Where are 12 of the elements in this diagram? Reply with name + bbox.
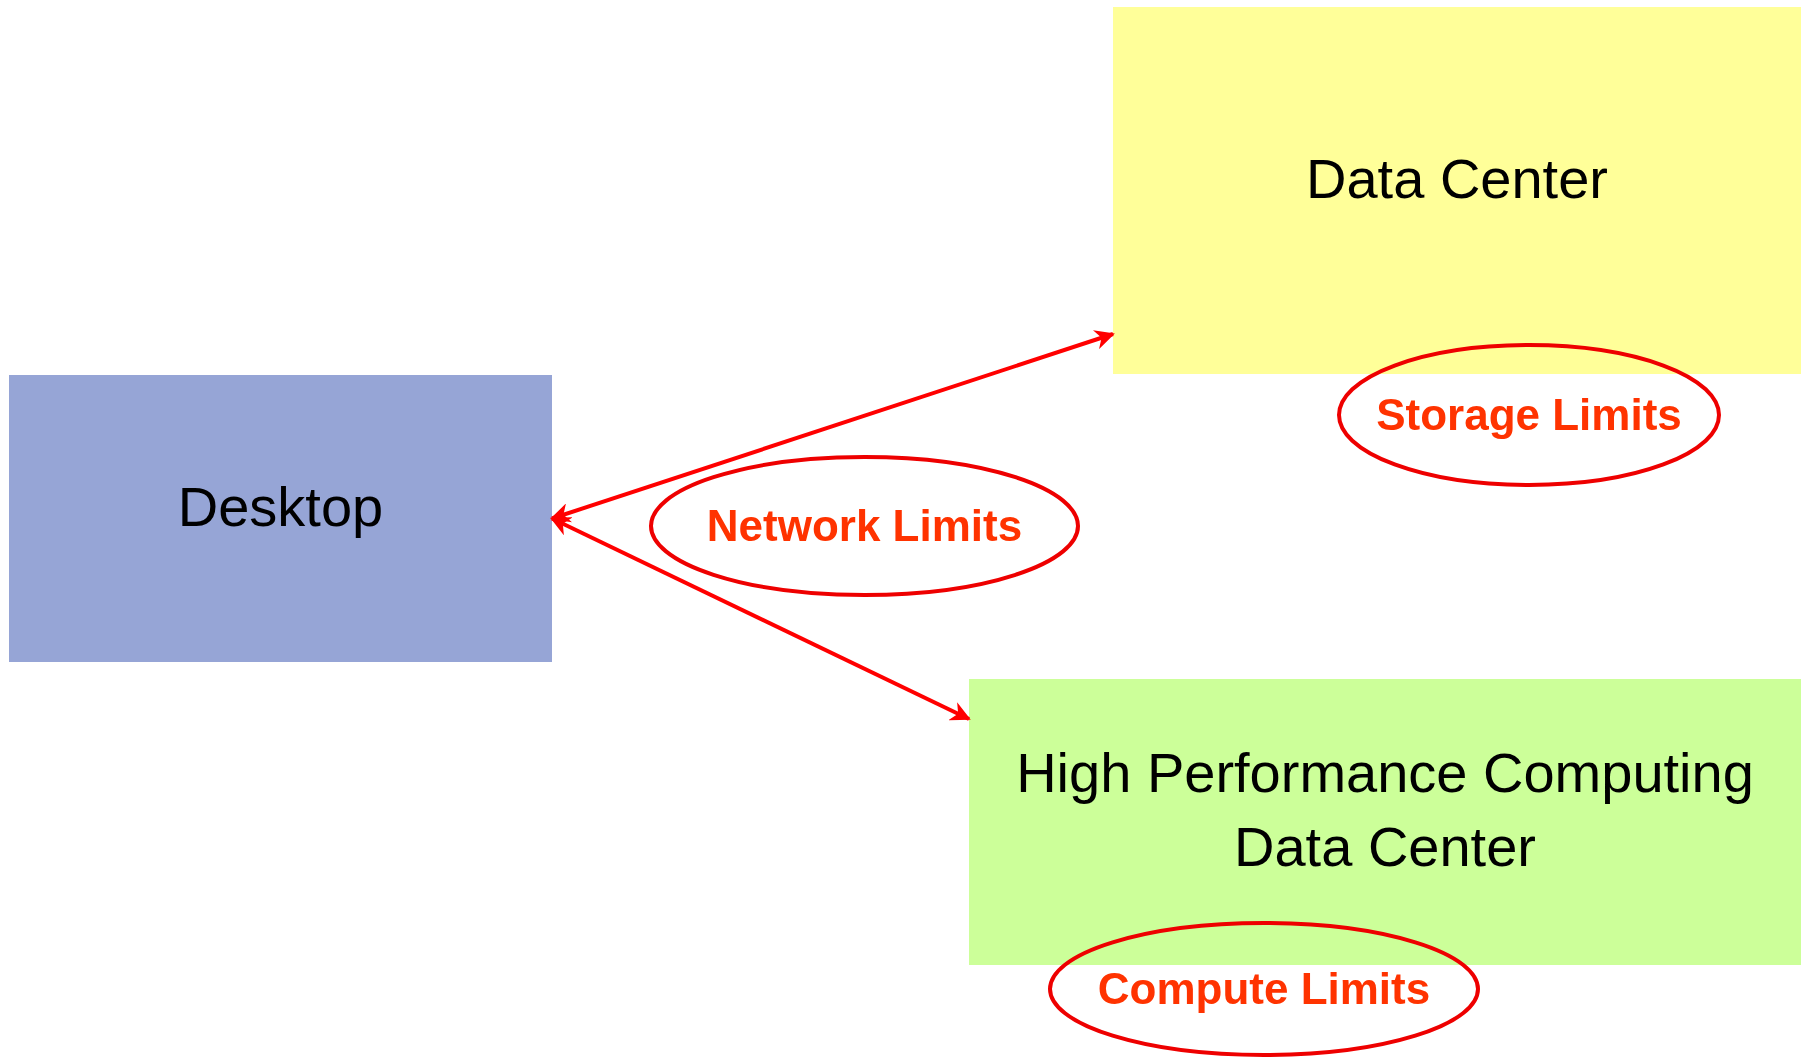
process-box bbox=[969, 679, 1801, 965]
limit-label: Storage Limits bbox=[1376, 389, 1682, 441]
arrow bbox=[550, 330, 1115, 523]
box-label: Desktop bbox=[176, 475, 385, 538]
limit-label: Network Limits bbox=[706, 500, 1023, 552]
box-label: Data Center bbox=[1305, 147, 1609, 210]
process-box bbox=[1113, 7, 1801, 374]
limit-label: Compute Limits bbox=[1097, 963, 1431, 1015]
box-label: Data Center bbox=[1233, 816, 1537, 878]
process-box bbox=[9, 375, 552, 662]
arrow bbox=[550, 516, 971, 721]
box-label: High Performance Computing bbox=[1015, 742, 1755, 804]
